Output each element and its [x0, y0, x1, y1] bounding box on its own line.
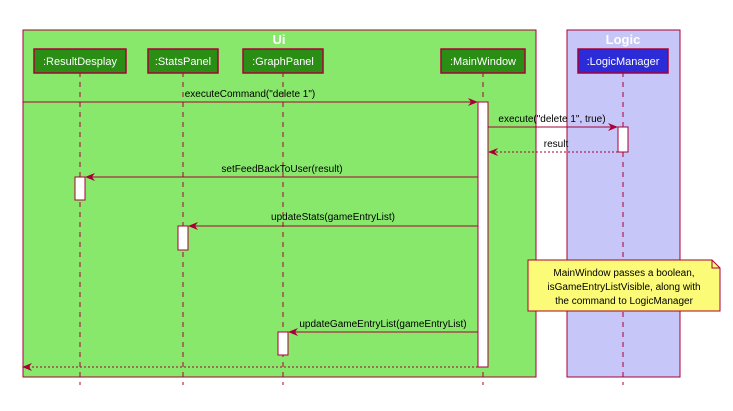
participant-logic-manager — [577, 48, 669, 74]
participant-graph-panel — [242, 48, 324, 74]
message-label-execute-command: executeCommand("delete 1") — [185, 89, 316, 100]
ui-box-title: Ui — [273, 32, 286, 47]
participant-headers: :ResultDesplay :StatsPanel :GraphPanel :… — [33, 48, 669, 74]
activation-result-desplay — [74, 176, 86, 201]
note-line-2: isGameEntryListVisible, along with — [547, 282, 700, 293]
activations — [74, 101, 629, 368]
logic-box-title: Logic — [606, 32, 641, 47]
note-fold — [711, 260, 720, 269]
participant-label-main-window: :MainWindow — [450, 56, 516, 68]
message-label-update-stats: updateStats(gameEntryList) — [271, 212, 395, 223]
participant-label-logic-manager: :LogicManager — [587, 56, 660, 68]
message-label-execute: execute("delete 1", true) — [498, 114, 605, 125]
activation-main-window — [477, 101, 489, 368]
activation-logic-manager — [617, 126, 629, 153]
message-label-update-game-entry-list: updateGameEntryList(gameEntryList) — [299, 319, 466, 330]
participant-main-window — [440, 48, 526, 74]
note-line-1: MainWindow passes a boolean, — [553, 268, 694, 279]
participant-label-result-desplay: :ResultDesplay — [43, 56, 117, 68]
message-label-set-feedback: setFeedBackToUser(result) — [221, 164, 342, 175]
note-line-3: the command to LogicManager — [555, 296, 694, 307]
message-label-result: result — [544, 139, 569, 150]
note: MainWindow passes a boolean, isGameEntry… — [527, 259, 721, 312]
participant-label-stats-panel: :StatsPanel — [155, 56, 211, 68]
activation-stats-panel — [177, 225, 189, 251]
note-shape — [527, 259, 721, 312]
participant-stats-panel — [147, 48, 219, 74]
participant-result-desplay — [33, 48, 127, 74]
participant-label-graph-panel: :GraphPanel — [252, 56, 314, 68]
ui-box — [22, 29, 537, 378]
activation-graph-panel — [277, 331, 289, 356]
messages: executeCommand("delete 1") execute("dele… — [22, 89, 618, 371]
